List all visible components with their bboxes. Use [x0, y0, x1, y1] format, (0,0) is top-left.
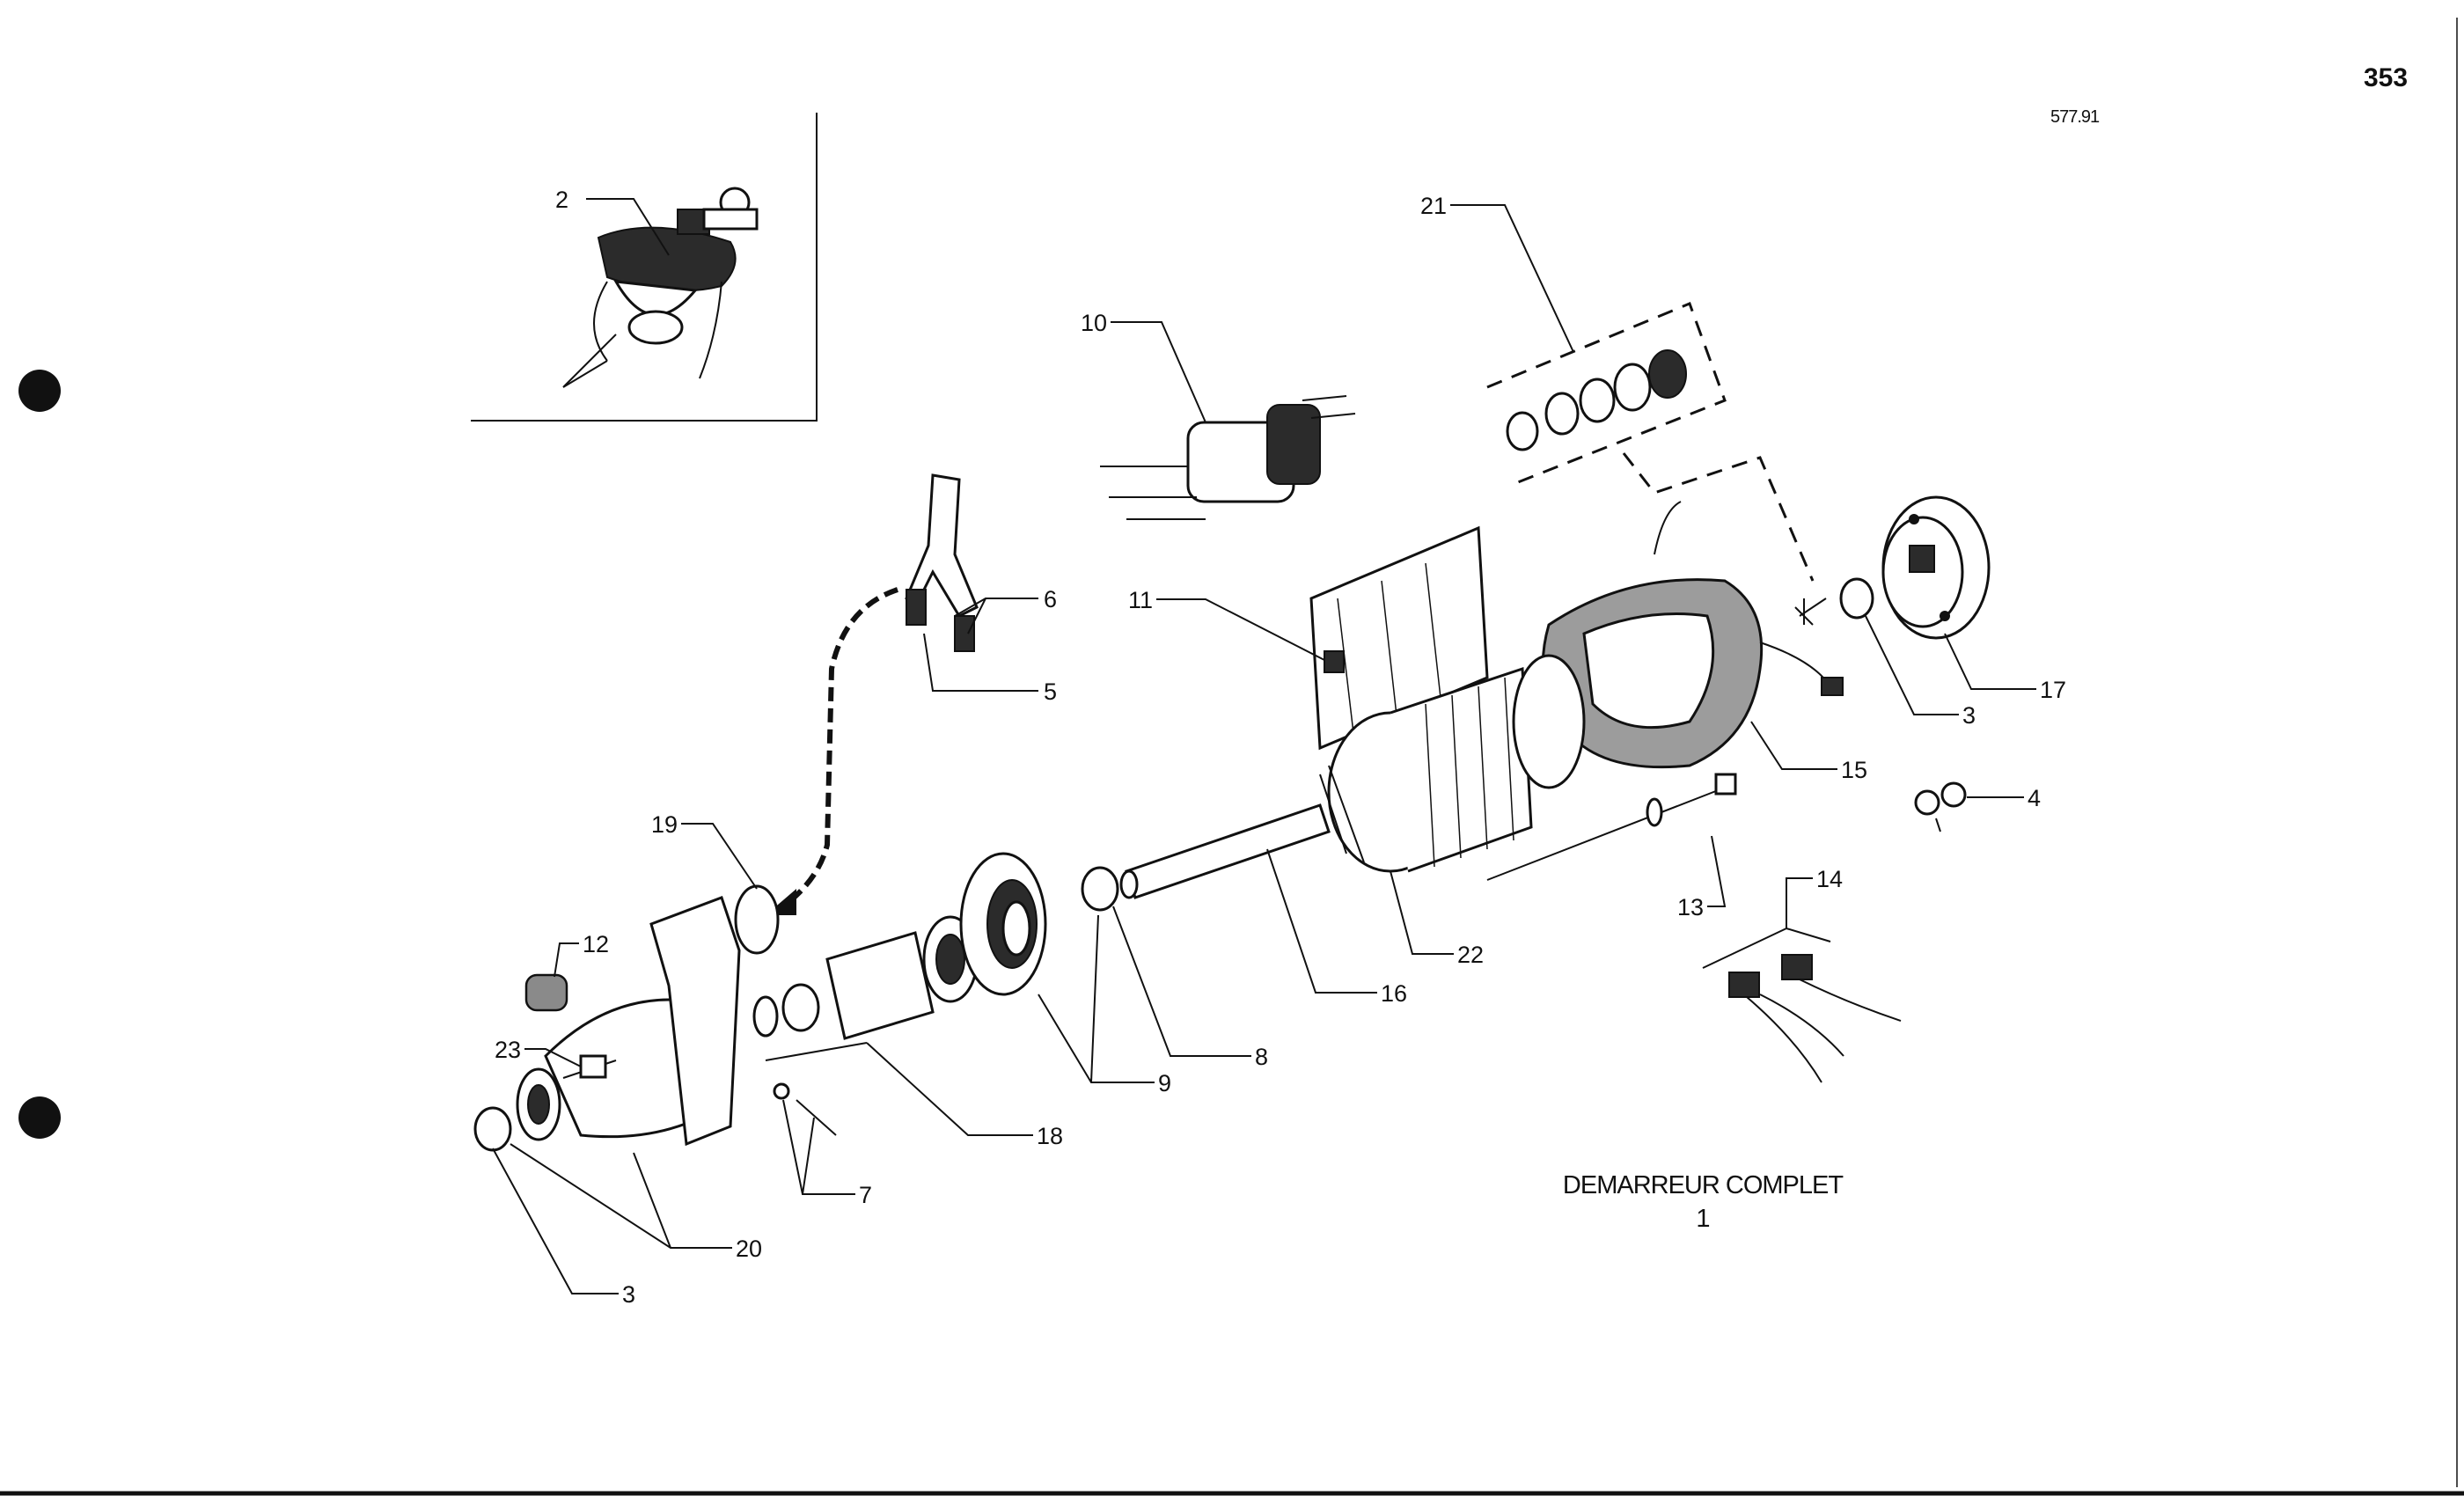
part-17-end-plate [1881, 495, 1991, 640]
part-4-brush-springs [1914, 781, 1967, 832]
reference-code: 577.91 [2050, 107, 2100, 127]
part-10-solenoid [1100, 395, 1356, 520]
callout-19: 19 [651, 811, 678, 838]
callout-13: 13 [1677, 894, 1704, 920]
part-3-bushing-left [473, 1106, 512, 1152]
part-23-stud [562, 1054, 617, 1079]
callout-8: 8 [1255, 1044, 1268, 1070]
part-13-through-bolt [1486, 773, 1737, 881]
part-14-brushes [1728, 954, 1902, 1083]
part-2-solenoid-cap [562, 187, 759, 388]
part-6-shift-fork [905, 473, 979, 652]
part-12-plug [524, 973, 568, 1012]
part-22-armature [1319, 654, 1586, 873]
callout-7: 7 [859, 1182, 872, 1208]
callout-12: 12 [583, 931, 609, 957]
binder-hole-top [18, 370, 61, 412]
diagram-title-line-1: DEMARREUR COMPLET [1562, 1171, 1844, 1199]
callout-20: 20 [736, 1236, 762, 1262]
callout-9: 9 [1158, 1070, 1171, 1096]
part-3-bushing-right [1794, 577, 1874, 626]
callout-18: 18 [1037, 1123, 1063, 1149]
callout-21: 21 [1420, 193, 1447, 219]
leader-lines [492, 198, 2036, 1294]
part-20-drive-housing [516, 896, 741, 1147]
callout-6: 6 [1044, 586, 1057, 612]
callout-3-left: 3 [622, 1281, 635, 1308]
binder-hole-bottom [18, 1096, 61, 1139]
callout-11: 11 [1128, 587, 1153, 613]
callout-16: 16 [1381, 980, 1407, 1007]
callout-4: 4 [2028, 785, 2041, 811]
inset-frame [471, 113, 818, 422]
callout-22: 22 [1457, 942, 1484, 968]
callout-5: 5 [1044, 678, 1057, 705]
callout-23: 23 [495, 1037, 521, 1063]
callout-17: 17 [2040, 677, 2066, 703]
callout-15: 15 [1841, 757, 1867, 783]
part-21-washer-set [1486, 302, 1815, 582]
callout-10: 10 [1081, 310, 1107, 336]
fork-assembly-path [781, 587, 898, 909]
part-18-pinion-drive [752, 915, 979, 1040]
part-7-pin [773, 1082, 837, 1136]
callout-2: 2 [555, 187, 568, 213]
part-15-field-coils [1541, 501, 1844, 769]
part-8-bushing [1081, 866, 1119, 912]
diagram-title: DEMARREUR COMPLET 1 [1558, 1169, 1848, 1236]
part-9-bearing-plate [959, 852, 1047, 996]
diagram-title-line-2: 1 [1696, 1205, 1710, 1233]
page-number: 353 [2364, 63, 2409, 92]
part-19-seal-ring [734, 884, 780, 955]
callout-14: 14 [1816, 866, 1843, 892]
part-16-shaft [1119, 803, 1331, 899]
callout-3-right: 3 [1962, 702, 1976, 729]
